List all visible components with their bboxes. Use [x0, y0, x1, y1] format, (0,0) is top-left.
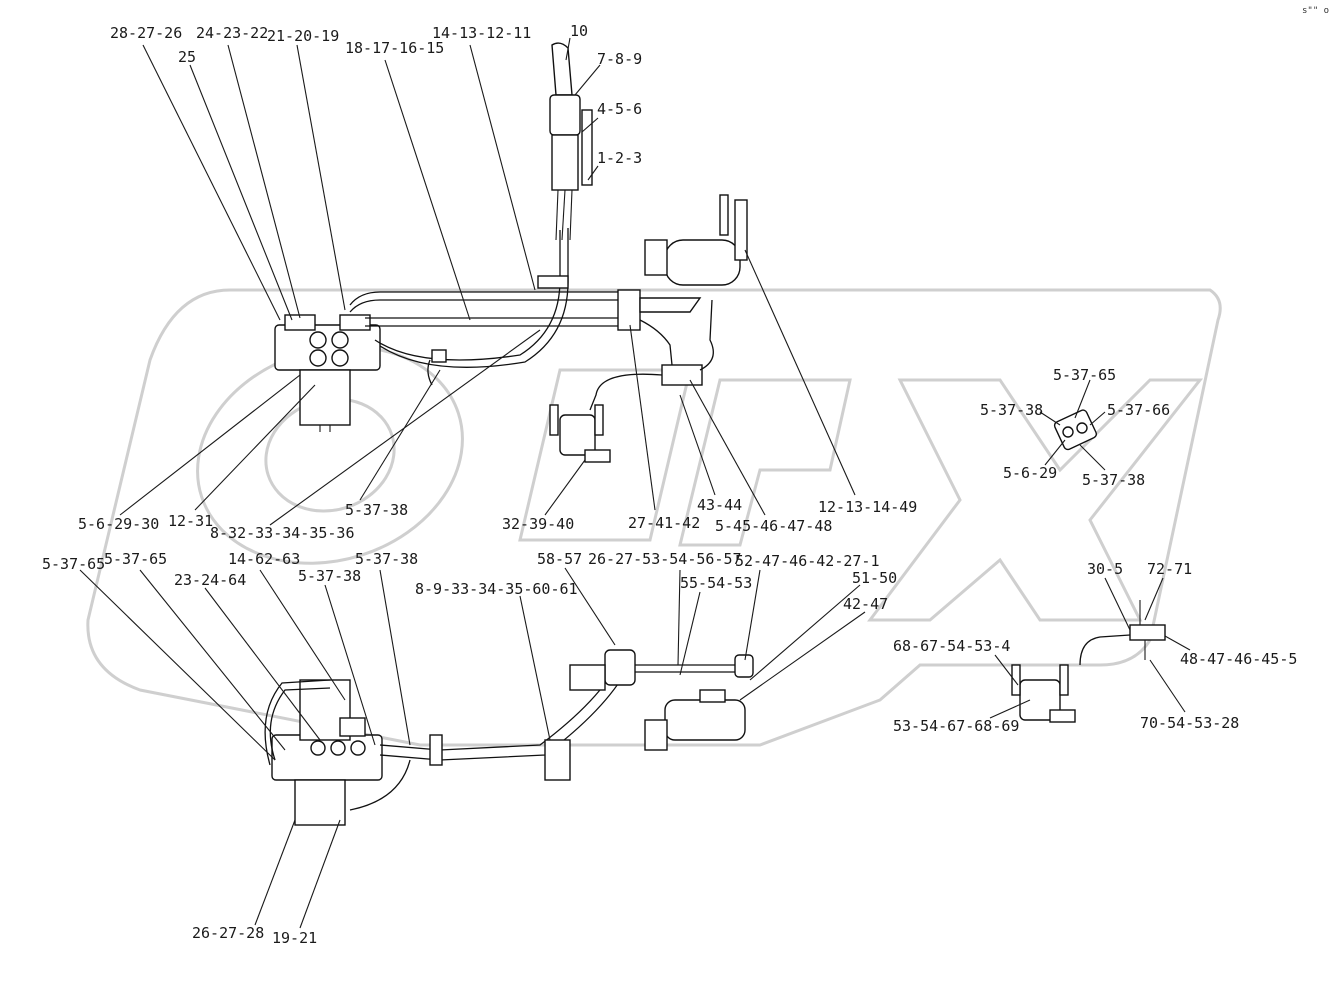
callout-label: 72-71: [1147, 560, 1192, 578]
callout-label: 14-62-63: [228, 550, 300, 568]
callout-label: 5-37-38: [355, 550, 418, 568]
upper-control-valve: [274, 314, 381, 432]
callout-label: 19-21: [272, 929, 317, 947]
callout-label: 1-2-3: [597, 149, 642, 167]
callout-label: 7-8-9: [597, 50, 642, 68]
upper-pipes: [349, 228, 620, 386]
callout-label: 5-37-66: [1107, 401, 1170, 419]
callout-label: 5-37-38: [345, 501, 408, 519]
callout-label: 5-37-65: [42, 555, 105, 573]
joystick: [549, 42, 593, 241]
callout-label: 32-39-40: [502, 515, 574, 533]
callout-label: 12-13-14-49: [818, 498, 917, 516]
callout-label: 52-47-46-42-27-1: [735, 552, 880, 570]
callout-label: 28-27-26: [110, 24, 182, 42]
callout-label: 5-37-65: [1053, 366, 1116, 384]
callout-label: 5-37-38: [980, 401, 1043, 419]
callout-label: 5-37-38: [298, 567, 361, 585]
callout-label: 14-13-12-11: [432, 24, 531, 42]
callout-label: 26-27-28: [192, 924, 264, 942]
callout-label: 25: [178, 48, 196, 66]
callout-label: 58-57: [537, 550, 582, 568]
reservoir-tank: [617, 194, 748, 331]
callout-label: 18-17-16-15: [345, 39, 444, 57]
callout-label: 21-20-19: [267, 27, 339, 45]
callout-labels: 28-27-26 24-23-22 21-20-19 18-17-16-15 1…: [42, 22, 1297, 947]
callout-label: 48-47-46-45-5: [1180, 650, 1297, 668]
callout-label: 24-23-22: [196, 24, 268, 42]
callout-label: 23-24-64: [174, 571, 246, 589]
corner-mark: s"" ooo: [1302, 6, 1329, 16]
callout-label: 8-32-33-34-35-36: [210, 524, 355, 542]
callout-label: 5-6-29: [1003, 464, 1057, 482]
callout-label: 42-47: [843, 595, 888, 613]
callout-label: 51-50: [852, 569, 897, 587]
lower-control-valve: [264, 659, 629, 826]
callout-label: 4-5-6: [597, 100, 642, 118]
callout-label: 5-37-65: [104, 550, 167, 568]
lower-valve-chain: [544, 649, 754, 781]
callout-label: 5-45-46-47-48: [715, 517, 832, 535]
callout-label: 53-54-67-68-69: [893, 717, 1019, 735]
right-pedal: [1053, 409, 1098, 451]
callout-label: 12-31: [168, 512, 213, 530]
callout-label: 8-9-33-34-35-60-61: [415, 580, 578, 598]
callout-label: 26-27-53-54-56-57: [588, 550, 742, 568]
callout-label: 55-54-53: [680, 574, 752, 592]
lower-tank: [644, 689, 746, 751]
callout-label: 30-5: [1087, 560, 1123, 578]
callout-label: 43-44: [697, 496, 742, 514]
callout-label: 5-6-29-30: [78, 515, 159, 533]
callout-label: 70-54-53-28: [1140, 714, 1239, 732]
callout-label: 5-37-38: [1082, 471, 1145, 489]
middle-valve: [549, 299, 714, 463]
callout-label: 27-41-42: [628, 514, 700, 532]
leader-lines: [79, 37, 1191, 929]
lower-right-assembly: [1011, 600, 1166, 723]
callout-label: 10: [570, 22, 588, 40]
callout-label: 68-67-54-53-4: [893, 637, 1010, 655]
